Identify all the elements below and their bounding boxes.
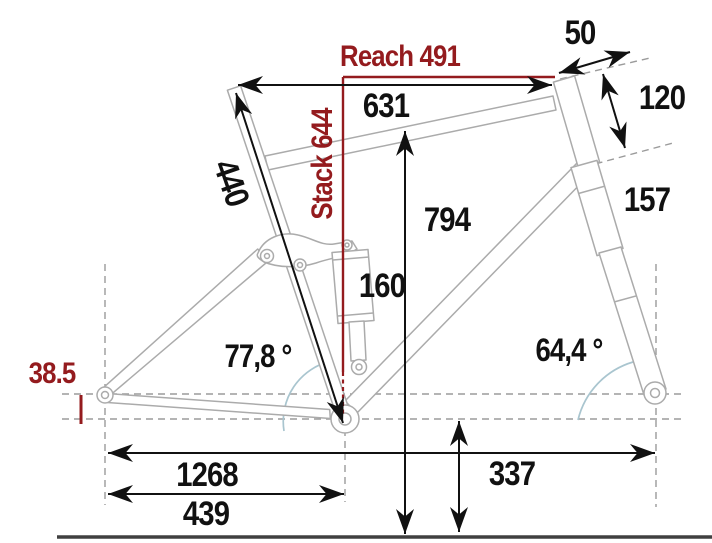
head-angle-label: 64,4 ° — [535, 332, 603, 368]
seat-angle-label: 77,8 ° — [224, 338, 292, 374]
wheelbase-label: 1268 — [176, 456, 238, 494]
measurement-arrows — [108, 50, 655, 534]
bb-height-label: 337 — [488, 455, 536, 493]
rocker-pivot-mid-hole — [296, 261, 304, 269]
head-tube-bottom-dashed-line — [583, 142, 674, 168]
stem-length-label: 50 — [564, 14, 597, 52]
chain-stay — [105, 392, 332, 420]
shock-eyelet-inner — [355, 363, 363, 371]
fork-leg-joint-line — [613, 295, 637, 303]
head-tube-arrow — [601, 73, 627, 149]
standover-height-label: 794 — [423, 201, 471, 239]
fork-length-label: 157 — [623, 181, 671, 219]
fork-crown-stanchion — [570, 159, 624, 257]
rocker-pivot-shock-hole — [344, 242, 350, 248]
bike-frame — [96, 75, 667, 434]
seat-stay — [100, 248, 270, 398]
bb-drop-label: 38.5 — [28, 357, 77, 390]
fork-crown-joint-line — [577, 185, 605, 195]
shock-shaft — [348, 320, 367, 362]
rocker-pivot-left-hole — [263, 252, 271, 260]
chainstay-label: 439 — [182, 495, 230, 533]
stem-arrow — [558, 50, 631, 75]
fork — [570, 159, 667, 405]
head-tube — [552, 75, 601, 169]
top-tube-length-label: 631 — [362, 87, 410, 125]
stack-label: Stack 644 — [306, 108, 339, 220]
rear-dropout-inner — [100, 390, 110, 400]
seat-tube-arrow — [235, 92, 344, 424]
reach-label: Reach 491 — [340, 40, 461, 73]
front-dropout-inner — [649, 387, 661, 399]
shock-travel-label: 160 — [358, 267, 406, 305]
head-tube-length-label: 120 — [638, 79, 686, 117]
head-angle-arc — [577, 361, 634, 421]
